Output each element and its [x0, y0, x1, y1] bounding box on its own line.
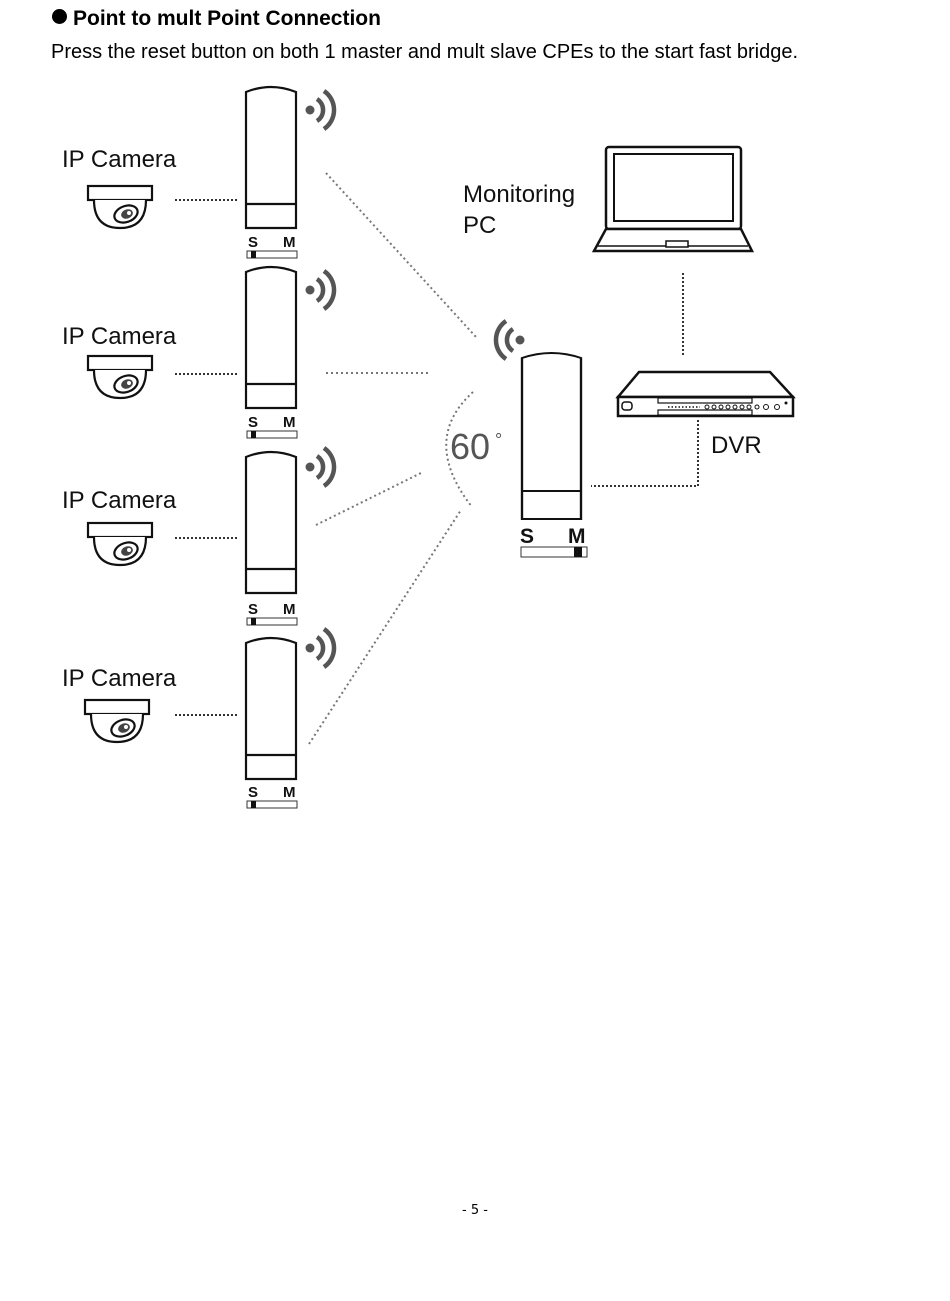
switch-m-label: M [283, 234, 296, 251]
section-heading: Point to mult Point Connection [52, 7, 381, 31]
instruction-text: Press the reset button on both 1 master … [51, 41, 799, 63]
dvr-master-link [591, 420, 699, 487]
master-cpe-icon [520, 352, 583, 520]
switch-m-label: M [283, 784, 296, 801]
camera-label: IP Camera [62, 146, 177, 173]
camera-label: IP Camera [62, 487, 177, 514]
ip-camera-icon [86, 354, 154, 400]
switch-s-label: S [248, 234, 258, 251]
switch-m-label: M [568, 525, 586, 548]
ip-camera-icon [86, 521, 154, 567]
ip-camera-icon [83, 698, 151, 744]
monitoring-pc-label-line1: Monitoring [463, 181, 575, 208]
slave-cpe-icon [244, 450, 298, 595]
section-heading-text: Point to mult Point Connection [73, 7, 381, 30]
angle-degree-symbol: ° [495, 430, 502, 450]
master-unit: S M [493, 319, 588, 558]
mode-switch-icon [246, 250, 298, 259]
camera-label: IP Camera [62, 665, 177, 692]
slave-cpe-icon [244, 265, 298, 410]
angle-value: 60 [450, 426, 490, 467]
bullet-icon [52, 9, 67, 24]
monitoring-pc-label-line2: PC [463, 212, 496, 239]
camera-unit-4: IP Camera S M [62, 629, 335, 809]
dvr-icon [615, 370, 796, 418]
coverage-angle-arc [445, 391, 474, 508]
wifi-signal-icon [306, 448, 335, 486]
switch-s-label: S [248, 414, 258, 431]
switch-s-label: S [520, 525, 534, 548]
mode-switch-icon [246, 430, 298, 439]
wifi-signal-icon [306, 629, 335, 667]
switch-m-label: M [283, 601, 296, 618]
slave-cpe-icon [244, 636, 298, 781]
switch-s-label: S [248, 784, 258, 801]
dvr-label: DVR [711, 432, 762, 459]
mode-switch-icon [246, 800, 298, 809]
wifi-signal-icon [306, 91, 335, 129]
camera-unit-3: IP Camera S M [62, 448, 335, 626]
ip-camera-icon [86, 184, 154, 230]
wifi-signal-icon [306, 271, 335, 309]
wireless-link-4 [308, 509, 462, 745]
laptop-icon [591, 145, 755, 253]
camera-label: IP Camera [62, 323, 177, 350]
switch-s-label: S [248, 601, 258, 618]
switch-m-label: M [283, 414, 296, 431]
mode-switch-icon [520, 546, 588, 558]
slave-cpe-icon [244, 85, 298, 230]
wireless-link-1 [325, 172, 477, 338]
page-number: - 5 - [462, 1203, 488, 1218]
wifi-signal-icon [493, 319, 525, 361]
mode-switch-icon [246, 617, 298, 626]
camera-unit-2: IP Camera S M [62, 265, 335, 439]
camera-unit-1: IP Camera S M [62, 85, 335, 259]
